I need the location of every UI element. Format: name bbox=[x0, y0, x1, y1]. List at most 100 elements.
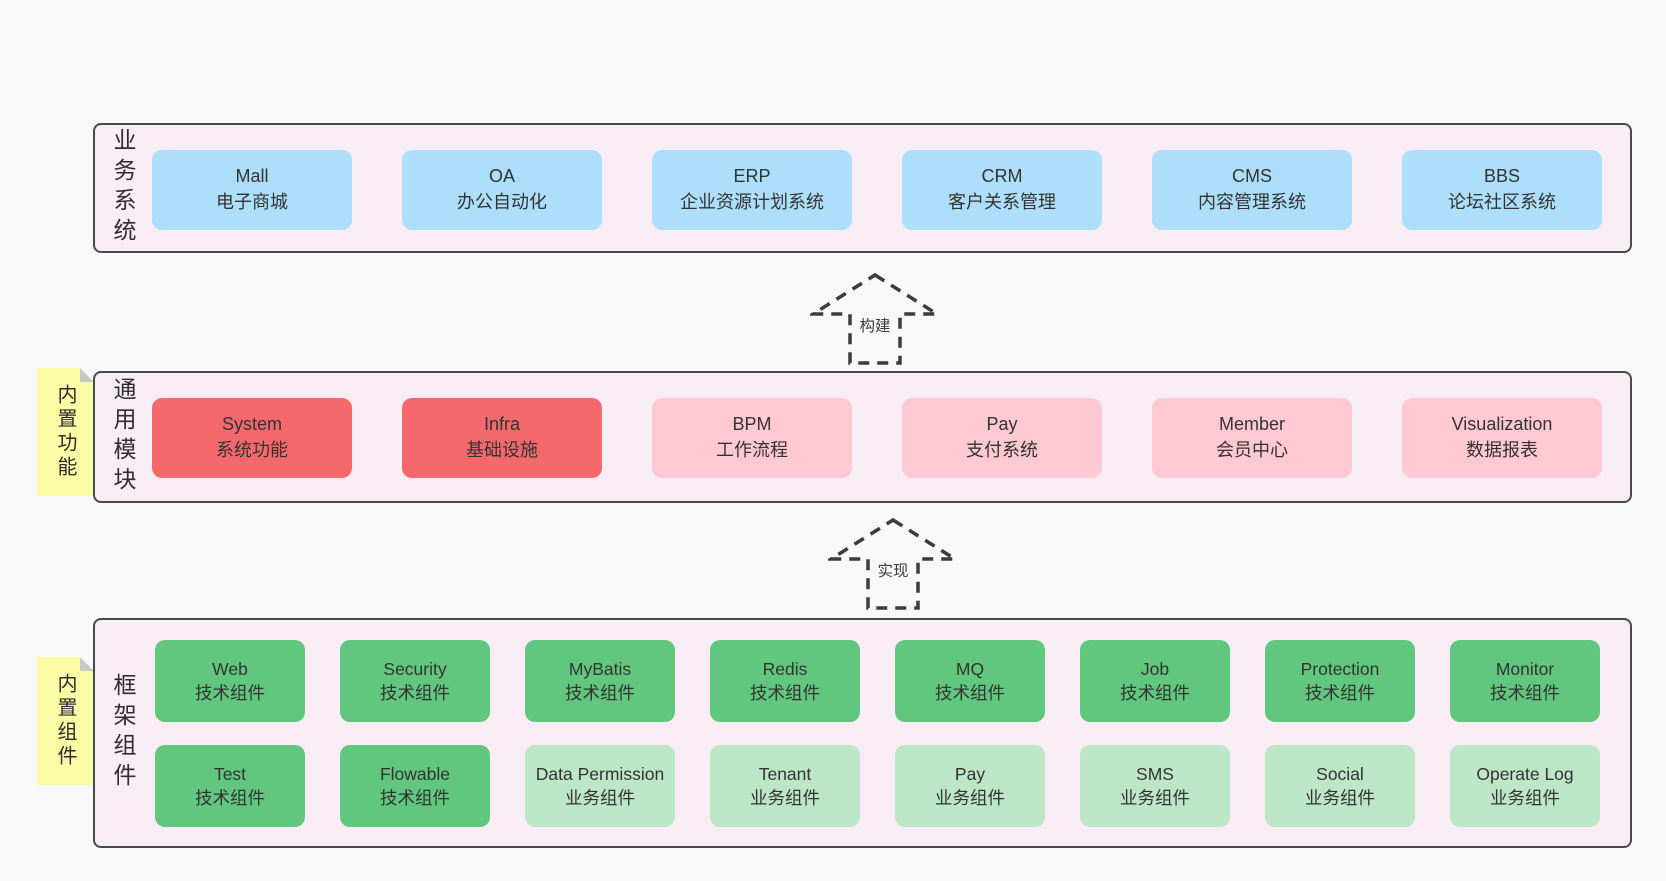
box-subtitle: 业务组件 bbox=[1490, 788, 1560, 808]
box-title: Test bbox=[213, 763, 247, 784]
sticky-note-built-in-components: 内置组件 bbox=[37, 657, 94, 785]
note-text: 内置功能 bbox=[54, 384, 76, 480]
box-member: Member 会员中心 bbox=[1152, 398, 1352, 478]
note-fold-corner bbox=[80, 657, 94, 671]
box-sms: SMS 业务组件 bbox=[1080, 745, 1230, 827]
box-subtitle: 办公自动化 bbox=[457, 192, 547, 212]
box-subtitle: 支付系统 bbox=[966, 440, 1038, 460]
arrow-build: 构建 bbox=[810, 272, 940, 366]
layer-label-common-modules: 通用模块 bbox=[110, 377, 136, 497]
box-bbs: BBS 论坛社区系统 bbox=[1402, 150, 1602, 230]
box-subtitle: 系统功能 bbox=[216, 440, 288, 460]
box-pay-component: Pay 业务组件 bbox=[895, 745, 1045, 827]
box-title: Visualization bbox=[1451, 414, 1553, 435]
box-title: Flowable bbox=[379, 763, 451, 784]
box-infra: Infra 基础设施 bbox=[402, 398, 602, 478]
framework-components-row-1: Web 技术组件 Security 技术组件 MyBatis 技术组件 Redi… bbox=[155, 640, 1600, 722]
box-title: Social bbox=[1316, 763, 1364, 784]
box-title: Monitor bbox=[1495, 658, 1555, 679]
box-subtitle: 企业资源计划系统 bbox=[680, 192, 824, 212]
box-subtitle: 内容管理系统 bbox=[1198, 192, 1306, 212]
box-subtitle: 技术组件 bbox=[380, 788, 450, 808]
box-bpm: BPM 工作流程 bbox=[652, 398, 852, 478]
box-subtitle: 技术组件 bbox=[1305, 683, 1375, 703]
note-text: 内置组件 bbox=[54, 673, 76, 769]
up-arrow-icon bbox=[828, 517, 958, 610]
layer-framework-components: 框架组件 Web 技术组件 Security 技术组件 MyBatis 技术组件… bbox=[93, 618, 1632, 848]
arrow-implement: 实现 bbox=[828, 517, 958, 611]
box-test: Test 技术组件 bbox=[155, 745, 305, 827]
box-subtitle: 技术组件 bbox=[195, 788, 265, 808]
sticky-note-built-in-features: 内置功能 bbox=[37, 368, 94, 496]
box-title: Tenant bbox=[758, 763, 812, 784]
box-oa: OA 办公自动化 bbox=[402, 150, 602, 230]
box-subtitle: 客户关系管理 bbox=[948, 192, 1056, 212]
box-data-permission: Data Permission 业务组件 bbox=[525, 745, 675, 827]
box-title: Redis bbox=[762, 658, 808, 679]
box-subtitle: 会员中心 bbox=[1216, 440, 1288, 460]
box-tenant: Tenant 业务组件 bbox=[710, 745, 860, 827]
common-modules-row: System 系统功能 Infra 基础设施 BPM 工作流程 Pay 支付系统… bbox=[152, 398, 1602, 478]
box-subtitle: 技术组件 bbox=[380, 683, 450, 703]
box-title: MQ bbox=[955, 658, 985, 679]
box-subtitle: 技术组件 bbox=[1490, 683, 1560, 703]
box-subtitle: 技术组件 bbox=[750, 683, 820, 703]
box-subtitle: 基础设施 bbox=[466, 440, 538, 460]
box-security: Security 技术组件 bbox=[340, 640, 490, 722]
box-subtitle: 技术组件 bbox=[565, 683, 635, 703]
box-title: Infra bbox=[483, 414, 521, 435]
box-title: Pay bbox=[954, 763, 986, 784]
box-title: Mall bbox=[235, 166, 269, 187]
box-subtitle: 业务组件 bbox=[1305, 788, 1375, 808]
box-mall: Mall 电子商城 bbox=[152, 150, 352, 230]
layer-label-framework-components: 框架组件 bbox=[110, 673, 136, 793]
box-title: Operate Log bbox=[1476, 763, 1574, 784]
box-title: Security bbox=[383, 658, 447, 679]
box-title: MyBatis bbox=[568, 658, 632, 679]
box-subtitle: 数据报表 bbox=[1466, 440, 1538, 460]
box-title: CMS bbox=[1232, 166, 1272, 187]
box-mybatis: MyBatis 技术组件 bbox=[525, 640, 675, 722]
box-title: ERP bbox=[733, 166, 771, 187]
box-title: BBS bbox=[1483, 166, 1521, 187]
business-systems-row: Mall 电子商城 OA 办公自动化 ERP 企业资源计划系统 CRM 客户关系… bbox=[152, 150, 1602, 230]
box-subtitle: 工作流程 bbox=[716, 440, 788, 460]
box-operate-log: Operate Log 业务组件 bbox=[1450, 745, 1600, 827]
box-subtitle: 业务组件 bbox=[935, 788, 1005, 808]
layer-business-systems: 业务系统 Mall 电子商城 OA 办公自动化 ERP 企业资源计划系统 CRM… bbox=[93, 123, 1632, 253]
box-title: Protection bbox=[1300, 658, 1380, 679]
box-title: System bbox=[221, 414, 282, 435]
box-title: BPM bbox=[732, 414, 772, 435]
box-subtitle: 业务组件 bbox=[1120, 788, 1190, 808]
box-erp: ERP 企业资源计划系统 bbox=[652, 150, 852, 230]
arrow-implement-label: 实现 bbox=[874, 559, 912, 581]
box-title: Job bbox=[1140, 658, 1170, 679]
box-title: CRM bbox=[981, 166, 1023, 187]
arrow-build-label: 构建 bbox=[856, 314, 894, 336]
box-subtitle: 技术组件 bbox=[195, 683, 265, 703]
box-cms: CMS 内容管理系统 bbox=[1152, 150, 1352, 230]
note-fold-corner bbox=[80, 368, 94, 382]
box-title: OA bbox=[488, 166, 515, 187]
layer-label-business-systems: 业务系统 bbox=[110, 128, 136, 248]
box-title: Pay bbox=[986, 414, 1018, 435]
up-arrow-icon bbox=[810, 272, 940, 365]
box-social: Social 业务组件 bbox=[1265, 745, 1415, 827]
box-job: Job 技术组件 bbox=[1080, 640, 1230, 722]
box-redis: Redis 技术组件 bbox=[710, 640, 860, 722]
box-protection: Protection 技术组件 bbox=[1265, 640, 1415, 722]
box-subtitle: 技术组件 bbox=[1120, 683, 1190, 703]
box-visualization: Visualization 数据报表 bbox=[1402, 398, 1602, 478]
box-subtitle: 业务组件 bbox=[750, 788, 820, 808]
box-title: Member bbox=[1218, 414, 1285, 435]
box-pay-module: Pay 支付系统 bbox=[902, 398, 1102, 478]
box-title: SMS bbox=[1136, 763, 1174, 784]
box-subtitle: 电子商城 bbox=[216, 192, 288, 212]
layer-common-modules: 通用模块 System 系统功能 Infra 基础设施 BPM 工作流程 Pay… bbox=[93, 371, 1632, 503]
box-title: Web bbox=[212, 658, 248, 679]
framework-components-row-2: Test 技术组件 Flowable 技术组件 Data Permission … bbox=[155, 745, 1600, 827]
box-crm: CRM 客户关系管理 bbox=[902, 150, 1102, 230]
box-title: Data Permission bbox=[535, 763, 665, 784]
box-monitor: Monitor 技术组件 bbox=[1450, 640, 1600, 722]
box-mq: MQ 技术组件 bbox=[895, 640, 1045, 722]
